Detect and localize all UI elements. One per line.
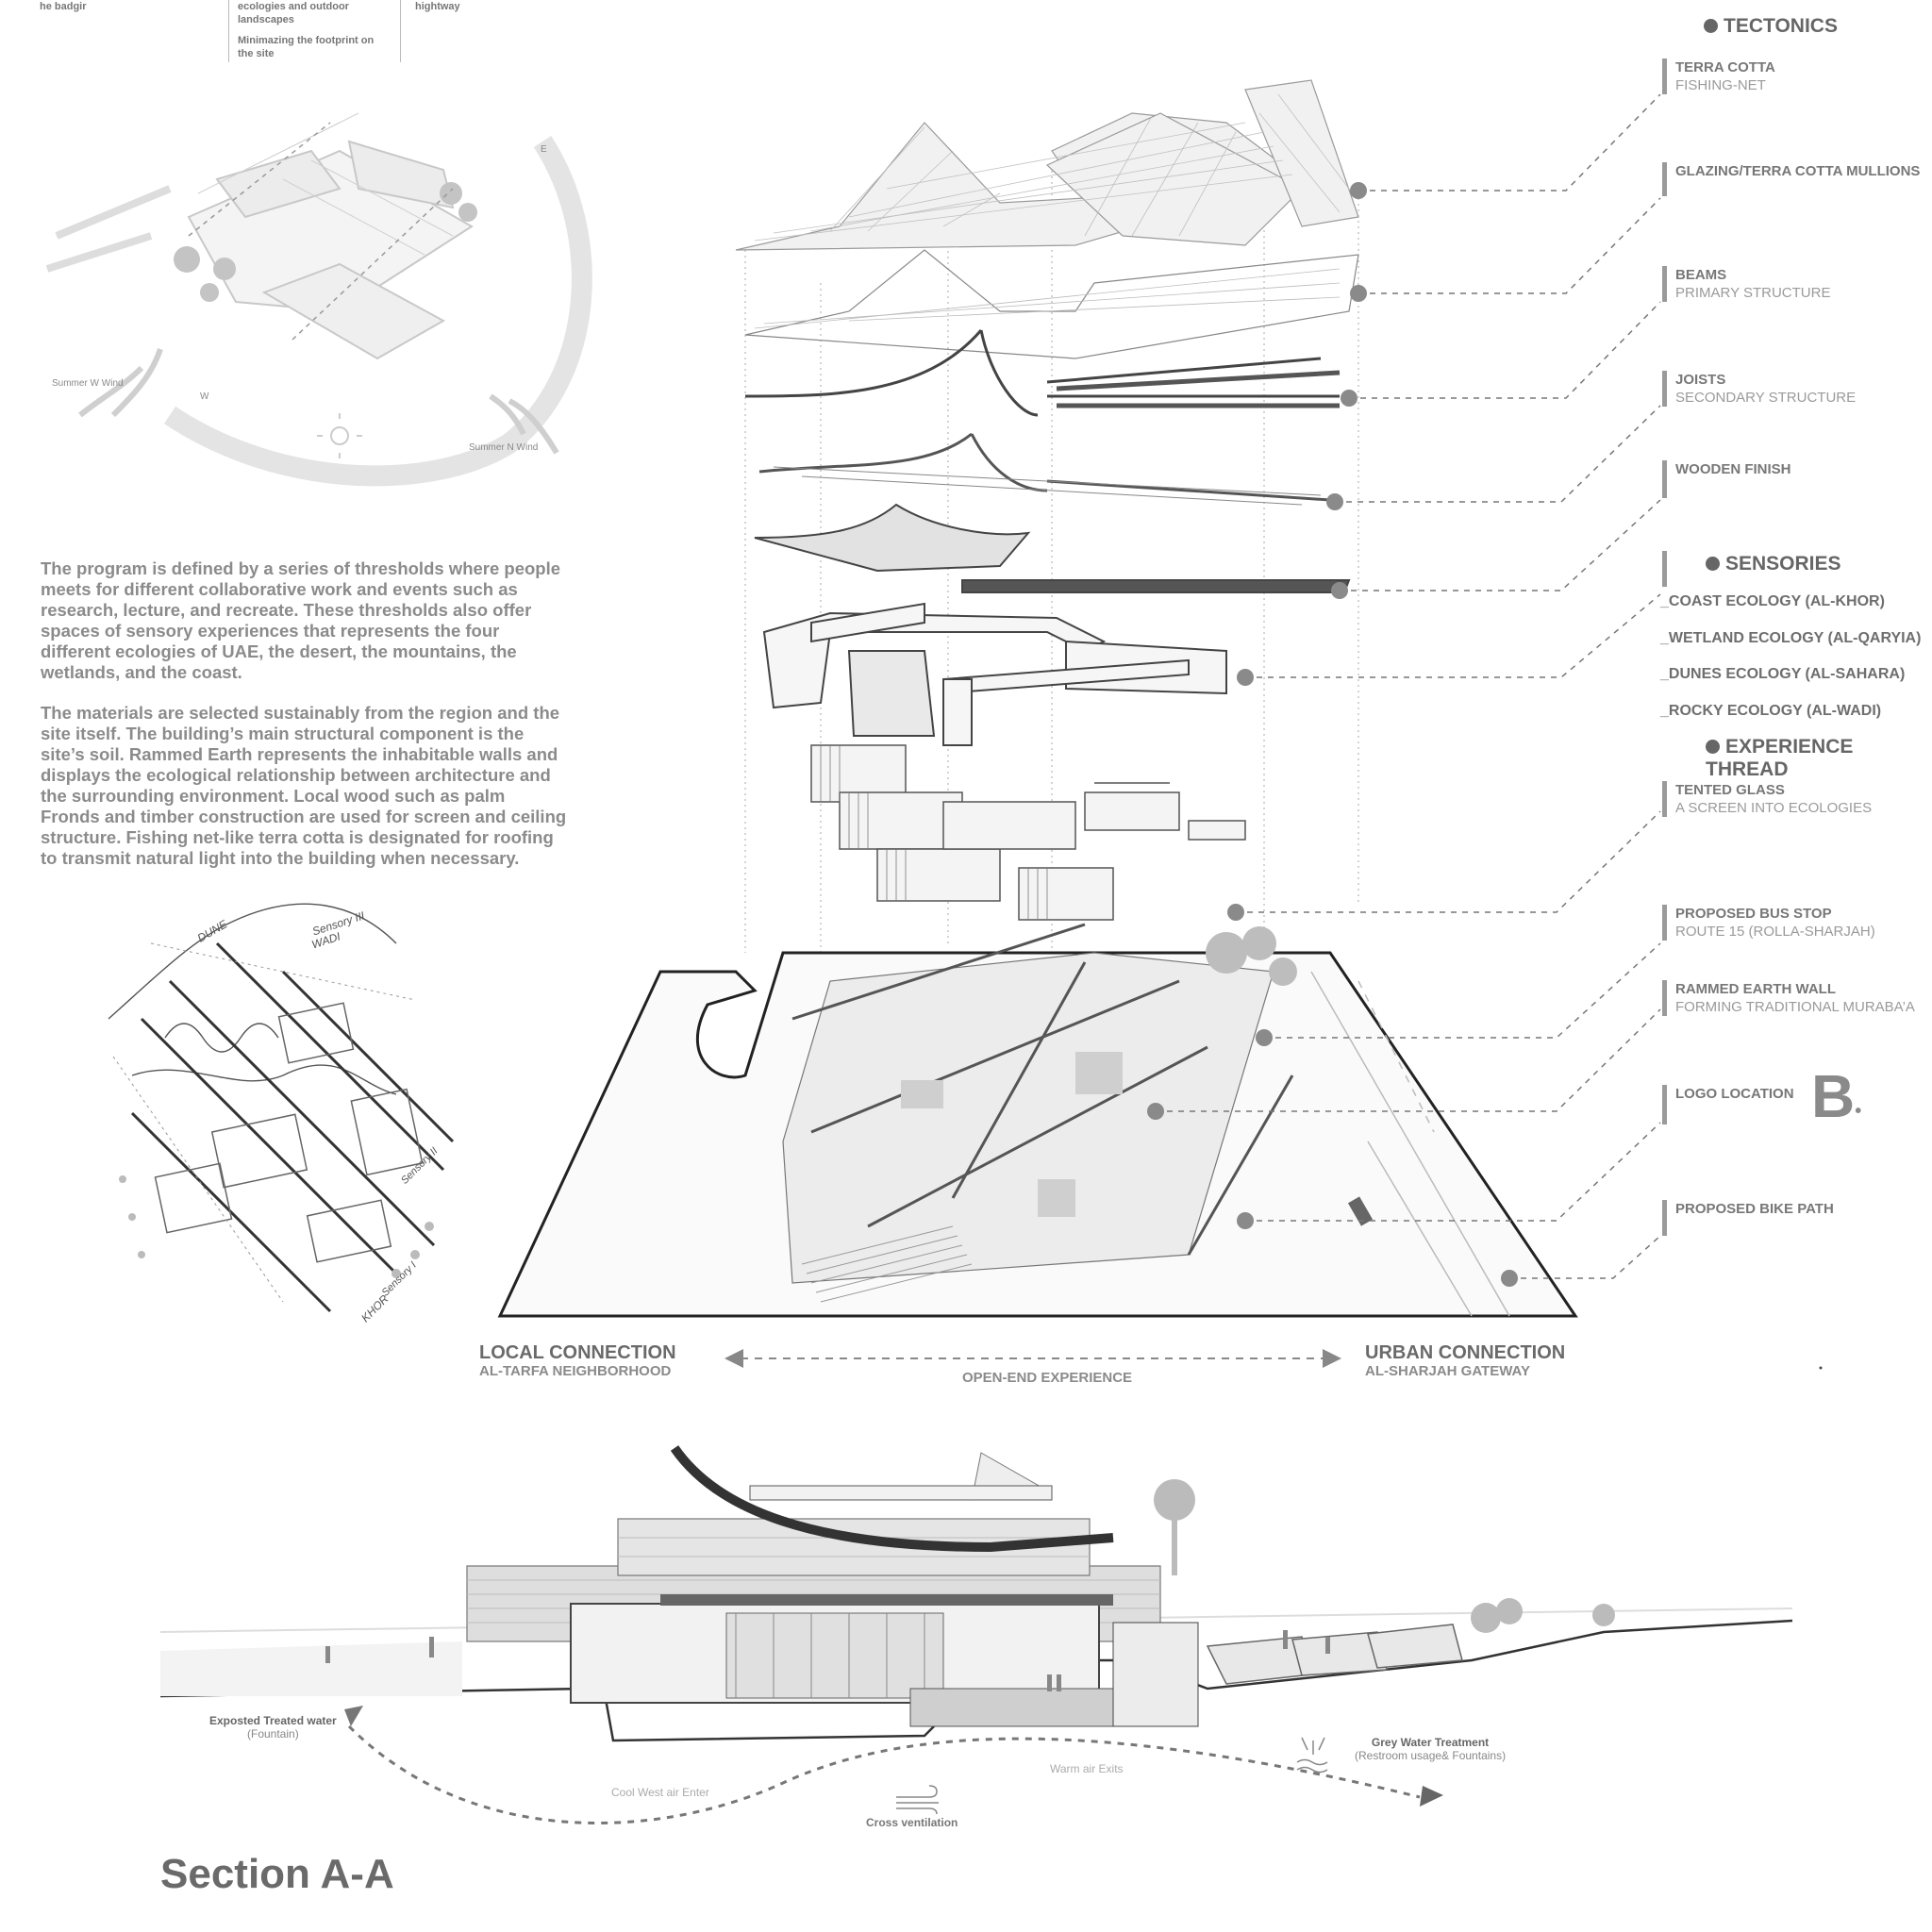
- legend-subtitle: PRIMARY STRUCTURE: [1675, 285, 1831, 301]
- local-connection: LOCAL CONNECTION AL-TARFA NEIGHBORHOOD: [479, 1342, 676, 1380]
- heading-text: SENSORIES: [1725, 553, 1841, 575]
- legend-wooden-finish: WOODEN FINISH: [1662, 460, 1791, 498]
- legend-title: TENTED GLASS: [1675, 782, 1785, 798]
- legend-joists: JOISTS SECONDARY STRUCTURE: [1662, 371, 1856, 407]
- cross-ventilation-note: Cross ventilation: [866, 1816, 958, 1829]
- heading-text: TECTONICS: [1724, 15, 1838, 37]
- divider: [400, 0, 401, 62]
- legend-subtitle: FORMING TRADITIONAL MURABA’A: [1675, 999, 1915, 1015]
- top-line: landscapes: [238, 14, 294, 25]
- legend-beams: BEAMS PRIMARY STRUCTURE: [1662, 266, 1830, 302]
- top-text-badgir: he badgir: [40, 1, 87, 12]
- description-text: The program is defined by a series of th…: [41, 558, 569, 889]
- top-text-ecologies: ecologies and outdoor landscapes Minimaz…: [238, 0, 398, 60]
- legend-title: PROPOSED BUS STOP: [1675, 906, 1832, 922]
- logo-letter: B: [1811, 1062, 1856, 1130]
- legend-title: WOODEN FINISH: [1675, 461, 1791, 477]
- ecology-wetland: _WETLAND ECOLOGY (AL-QARYIA): [1660, 630, 1922, 646]
- legend-subtitle: ROUTE 15 (ROLLA-SHARJAH): [1675, 924, 1875, 940]
- bullet-icon: [1706, 557, 1720, 571]
- legend-subtitle: FISHING-NET: [1675, 77, 1766, 93]
- top-line: ecologies and outdoor: [238, 1, 349, 12]
- description-para-2: The materials are selected sustainably f…: [41, 703, 567, 868]
- sketch-label-sensory-ii: Sensory II: [399, 1145, 441, 1187]
- open-end-experience: OPEN-END EXPERIENCE: [962, 1370, 1133, 1386]
- sketch-label-dune: DUNE: [194, 917, 230, 945]
- treated-water-title: Exposted Treated water: [209, 1714, 337, 1727]
- legend-logo-location: LOGO LOCATION: [1662, 1085, 1794, 1124]
- local-connection-subtitle: AL-TARFA NEIGHBORHOOD: [479, 1363, 672, 1379]
- summer-w-wind-label: Summer W Wind: [52, 378, 124, 389]
- sketch-label-sensory-i: Sensory I: [379, 1259, 419, 1299]
- heading-text: EXPERIENCE THREAD: [1706, 736, 1854, 780]
- legend-bike-path: PROPOSED BIKE PATH: [1662, 1200, 1834, 1236]
- warm-air-note: Warm air Exits: [1050, 1762, 1124, 1775]
- legend-title: GLAZING/TERRA COTTA MULLIONS: [1675, 163, 1921, 179]
- legend-title: TERRA COTTA: [1675, 59, 1775, 75]
- grey-water-title: Grey Water Treatment: [1371, 1736, 1490, 1749]
- urban-connection: URBAN CONNECTION AL-SHARJAH GATEWAY: [1365, 1342, 1565, 1380]
- description-para-1: The program is defined by a series of th…: [41, 558, 561, 682]
- urban-connection-title: URBAN CONNECTION: [1365, 1342, 1566, 1363]
- sensories-heading: SENSORIES: [1706, 553, 1841, 575]
- legend-terra-cotta: TERRA COTTA FISHING-NET: [1662, 58, 1775, 94]
- legend-title: PROPOSED BIKE PATH: [1675, 1201, 1834, 1217]
- legend-bus-stop: PROPOSED BUS STOP ROUTE 15 (ROLLA-SHARJA…: [1662, 905, 1875, 941]
- ecology-dunes: _DUNES ECOLOGY (AL-SAHARA): [1660, 666, 1906, 682]
- tectonics-heading: TECTONICS: [1704, 15, 1838, 38]
- legend-subtitle: A SCREEN INTO ECOLOGIES: [1675, 800, 1873, 816]
- bullet-icon: [1706, 740, 1720, 754]
- treated-water-subtitle: (Fountain): [247, 1727, 299, 1740]
- treated-water-note: Exposted Treated water (Fountain): [209, 1714, 337, 1740]
- legend-title: LOGO LOCATION: [1675, 1086, 1794, 1102]
- legend-subtitle: SECONDARY STRUCTURE: [1675, 390, 1857, 406]
- bullet-icon: [1704, 19, 1718, 33]
- grey-water-subtitle: (Restroom usage& Fountains): [1355, 1749, 1507, 1762]
- legend-title: JOISTS: [1675, 372, 1726, 388]
- legend-bar: [1662, 551, 1667, 587]
- legend-title: RAMMED EARTH WALL: [1675, 981, 1836, 997]
- legend-tented-glass: TENTED GLASS A SCREEN INTO ECOLOGIES: [1662, 781, 1872, 817]
- legend-title: BEAMS: [1675, 267, 1727, 283]
- top-line: Minimazing the footprint on: [238, 35, 375, 46]
- ecology-rocky: _ROCKY ECOLOGY (AL-WADI): [1660, 703, 1882, 719]
- ecology-coast: _COAST ECOLOGY (AL-KHOR): [1660, 593, 1885, 609]
- compass-e-label: E: [541, 144, 547, 155]
- logo-b-icon: B•: [1811, 1062, 1862, 1130]
- legend-glazing: GLAZING/TERRA COTTA MULLIONS: [1662, 162, 1920, 196]
- local-connection-title: LOCAL CONNECTION: [479, 1342, 676, 1363]
- summer-n-wind-label: Summer N Wind: [469, 442, 539, 453]
- section-title: Section A-A: [160, 1851, 394, 1897]
- grey-water-note: Grey Water Treatment (Restroom usage& Fo…: [1355, 1736, 1506, 1762]
- top-line: the site: [238, 48, 275, 59]
- cool-air-note: Cool West air Enter: [611, 1786, 709, 1799]
- compass-w-label: W: [200, 391, 209, 402]
- divider: [228, 0, 229, 62]
- experience-heading: EXPERIENCE THREAD: [1706, 736, 1932, 781]
- legend-rammed-earth: RAMMED EARTH WALL FORMING TRADITIONAL MU…: [1662, 980, 1915, 1016]
- urban-connection-subtitle: AL-SHARJAH GATEWAY: [1365, 1363, 1531, 1379]
- top-text-highway: hightway: [415, 1, 460, 12]
